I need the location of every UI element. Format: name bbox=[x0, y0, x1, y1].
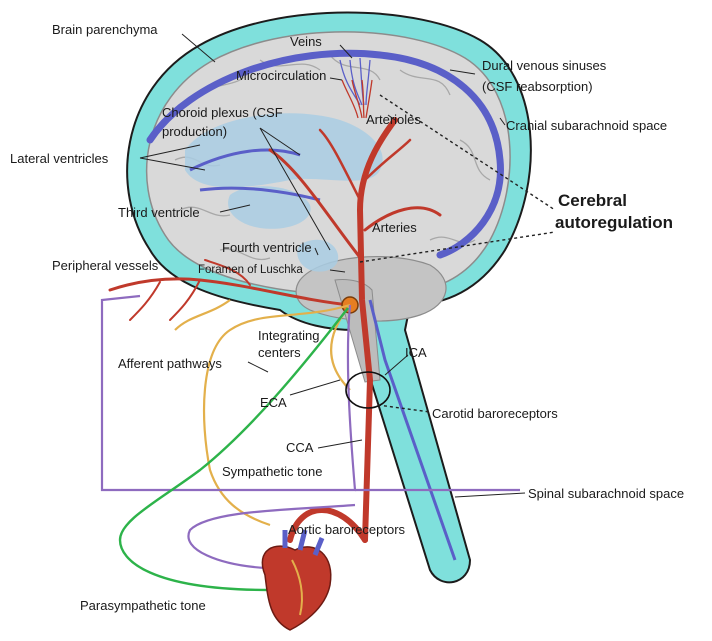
label-eca: ECA bbox=[260, 395, 287, 410]
label-integrating-2: centers bbox=[258, 345, 301, 360]
label-brain-parenchyma: Brain parenchyma bbox=[52, 22, 158, 37]
heart-icon bbox=[262, 530, 330, 630]
label-ica: ICA bbox=[405, 345, 427, 360]
label-veins: Veins bbox=[290, 34, 322, 49]
label-foramen-luschka: Foramen of Luschka bbox=[198, 264, 303, 276]
label-afferent: Afferent pathways bbox=[118, 356, 222, 371]
label-dural-sinuses-1: Dural venous sinuses bbox=[482, 58, 607, 73]
label-arteries: Arteries bbox=[372, 220, 417, 235]
label-dural-sinuses-2: (CSF reabsorption) bbox=[482, 79, 593, 94]
label-peripheral-vessels: Peripheral vessels bbox=[52, 258, 159, 273]
label-fourth-ventricle: Fourth ventricle bbox=[222, 240, 312, 255]
label-arterioles: Arterioles bbox=[366, 112, 421, 127]
label-sympathetic: Sympathetic tone bbox=[222, 464, 322, 479]
leader-spinal bbox=[455, 493, 525, 497]
label-choroid-2: production) bbox=[162, 124, 227, 139]
label-cranial-subarachnoid: Cranial subarachnoid space bbox=[506, 118, 667, 133]
label-cerebral: Cerebral bbox=[558, 191, 627, 210]
label-third-ventricle: Third ventricle bbox=[118, 205, 200, 220]
label-parasympathetic: Parasympathetic tone bbox=[80, 598, 206, 613]
label-carotid-baroreceptors: Carotid baroreceptors bbox=[432, 406, 558, 421]
label-choroid-1: Choroid plexus (CSF bbox=[162, 105, 283, 120]
label-integrating-1: Integrating bbox=[258, 328, 319, 343]
leader-cca bbox=[318, 440, 362, 448]
leader-eca bbox=[290, 380, 340, 395]
label-spinal-subarachnoid: Spinal subarachnoid space bbox=[528, 486, 684, 501]
label-cca: CCA bbox=[286, 440, 314, 455]
label-autoregulation: autoregulation bbox=[555, 213, 673, 232]
label-microcirculation: Microcirculation bbox=[236, 68, 326, 83]
label-aortic-baroreceptors: Aortic baroreceptors bbox=[288, 522, 406, 537]
label-lateral-ventricles: Lateral ventricles bbox=[10, 151, 109, 166]
leader-afferent bbox=[248, 362, 268, 372]
